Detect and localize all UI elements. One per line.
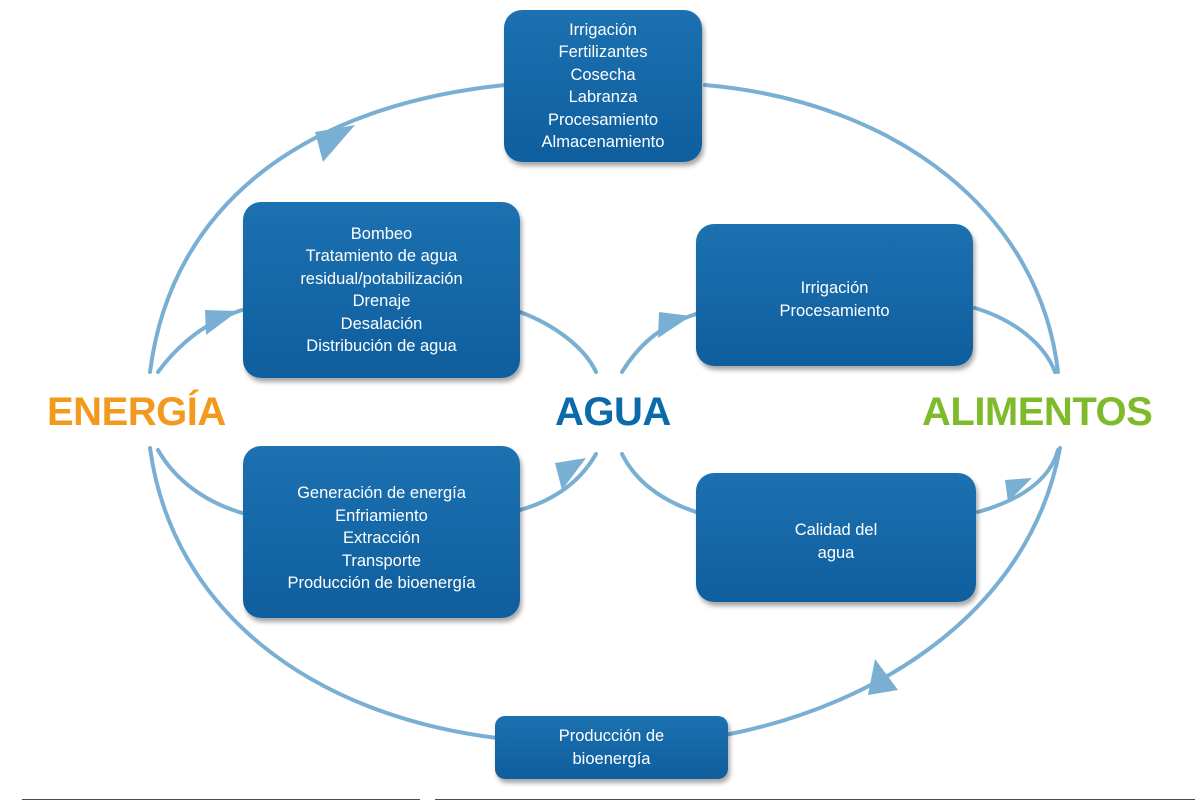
bottom-rule-right [435,799,1195,800]
arrow-outer-bottom-right [868,659,898,695]
box-line: residual/potabilización [300,269,463,288]
box-line: Producción de [558,727,665,745]
box-agua-alimentos: Irrigación Procesamiento [696,224,973,366]
inner-left-upper-exit [518,310,598,374]
box-line: Fertilizantes [558,43,648,61]
arrow-outer-top-left [315,125,355,162]
inner-right-lower-exit [620,452,698,514]
outer-cycle-bottom-left [148,446,499,740]
box-line: agua [817,543,855,562]
arrow-inner-left-lower [555,458,586,490]
outer-cycle-bottom-right [723,446,1062,737]
box-line: Generación de energía [297,484,466,502]
inner-left-lower-entry [518,452,598,512]
box-line: Extracción [342,529,421,547]
box-line: Bombeo [350,224,413,243]
box-agua-energia: Bombeo Tratamiento de agua residual/pota… [243,202,520,378]
box-line: Irrigación [569,20,637,39]
inner-left-lower-exit [156,448,244,515]
box-energia-alimentos: Irrigación Fertilizantes Cosecha Labranz… [504,10,702,162]
box-line: Desalación [340,314,423,333]
box-line: Distribución de agua [306,337,457,355]
box-bioenergia: Producción de bioenergía [495,716,728,779]
inner-right-upper-exit [973,306,1057,374]
arrow-inner-right-upper [658,312,691,338]
bottom-rule-left [22,799,420,800]
arrow-inner-left-upper [205,310,238,335]
box-line: Cosecha [570,65,636,84]
box-line: Enfriamiento [335,506,428,525]
inner-right-lower-entry [976,448,1060,514]
box-line: bioenergía [572,749,651,768]
label-alimentos: ALIMENTOS [922,390,1153,434]
box-line: Calidad del [794,521,878,539]
box-line: Procesamiento [779,301,890,320]
outer-cycle-top-left [148,83,507,374]
box-line: Labranza [568,88,638,106]
label-energia: ENERGÍA [47,390,226,434]
box-alimentos-agua: Calidad del agua [696,473,976,602]
label-agua: AGUA [555,390,671,434]
box-line: Procesamiento [547,110,659,129]
box-line: Transporte [341,551,422,570]
box-line: Almacenamiento [541,133,665,151]
box-line: Tratamiento de agua [305,247,458,265]
box-energia-agua: Generación de energía Enfriamiento Extra… [243,446,520,618]
arrow-inner-right-lower [1005,478,1032,502]
box-line: Irrigación [800,279,869,297]
inner-left-upper-entry [156,308,244,374]
box-line: Drenaje [352,292,411,310]
outer-cycle-top-right [703,83,1060,374]
box-line: Producción de bioenergía [287,574,476,592]
